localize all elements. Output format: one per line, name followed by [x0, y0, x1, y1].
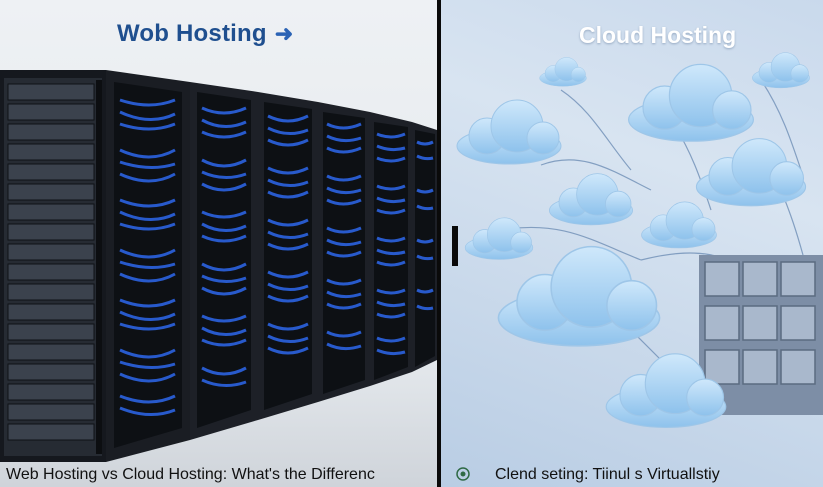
front-rack [0, 70, 106, 462]
rack-row [106, 70, 437, 462]
right-caption: Clend seting: Tiinul s Virtuallstiy [495, 466, 720, 483]
cloud-hosting-heading: Cloud Hosting [579, 22, 737, 48]
radio-circle-icon[interactable] [456, 467, 470, 481]
web-hosting-heading: Wob Hosting➜ [117, 20, 294, 47]
cloud-server-stack [699, 255, 823, 415]
cloud-hosting-panel: Cloud Hosting [441, 0, 823, 487]
server-racks-illustration [0, 70, 437, 487]
clouds-illustration [456, 52, 823, 428]
left-caption: Web Hosting vs Cloud Hosting: What's the… [6, 466, 375, 483]
web-hosting-panel: Wob Hosting➜ [0, 0, 437, 487]
panel-divider [437, 0, 441, 487]
slider-marker [452, 226, 458, 266]
arrow-right-icon: ➜ [274, 21, 294, 46]
